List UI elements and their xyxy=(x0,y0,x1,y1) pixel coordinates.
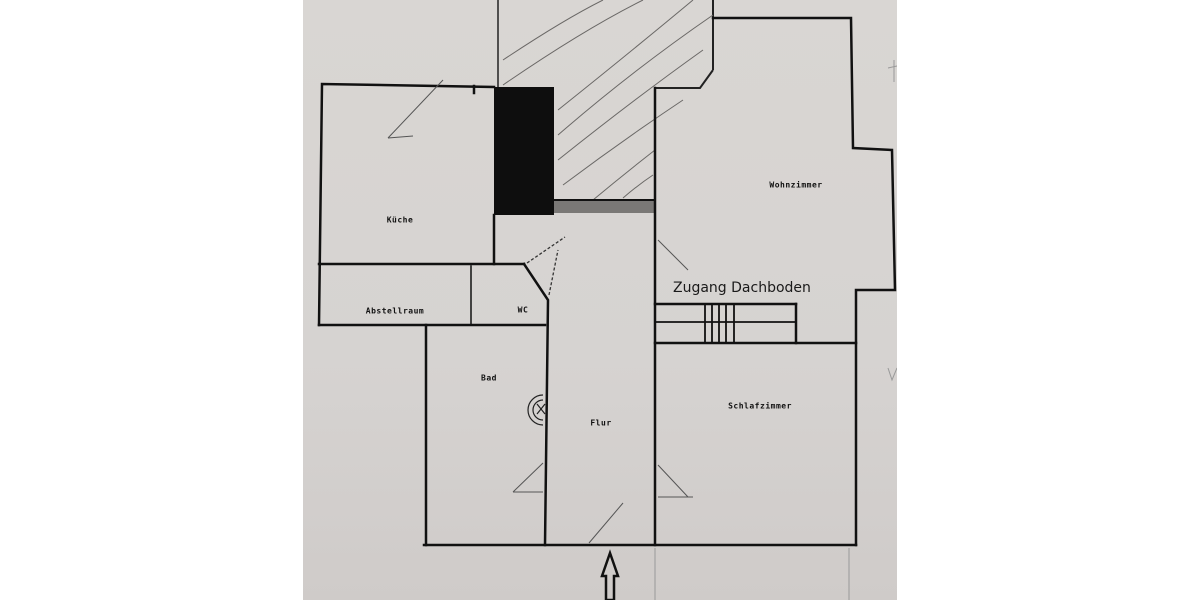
room-label-schlafzimmer: Schlafzimmer xyxy=(728,401,792,411)
hatched-area xyxy=(497,0,714,201)
room-label-bad: Bad xyxy=(481,373,497,383)
annotation-zugang-dachboden: Zugang Dachboden xyxy=(673,280,811,296)
room-label-abstellraum: Abstellraum xyxy=(365,306,425,316)
floor-plan-photo: Küche Wohnzimmer Abstellraum WC Bad Flur… xyxy=(303,0,897,600)
chimney-block xyxy=(494,87,554,215)
stairs xyxy=(655,304,796,343)
room-label-flur: Flur xyxy=(590,418,612,428)
room-label-wc: WC xyxy=(517,305,529,315)
floor-plan-drawing xyxy=(317,0,897,600)
room-label-kueche: Küche xyxy=(386,215,414,225)
sink-symbol xyxy=(527,394,546,426)
room-label-wohnzimmer: Wohnzimmer xyxy=(769,180,823,190)
entrance-arrow xyxy=(600,549,620,600)
